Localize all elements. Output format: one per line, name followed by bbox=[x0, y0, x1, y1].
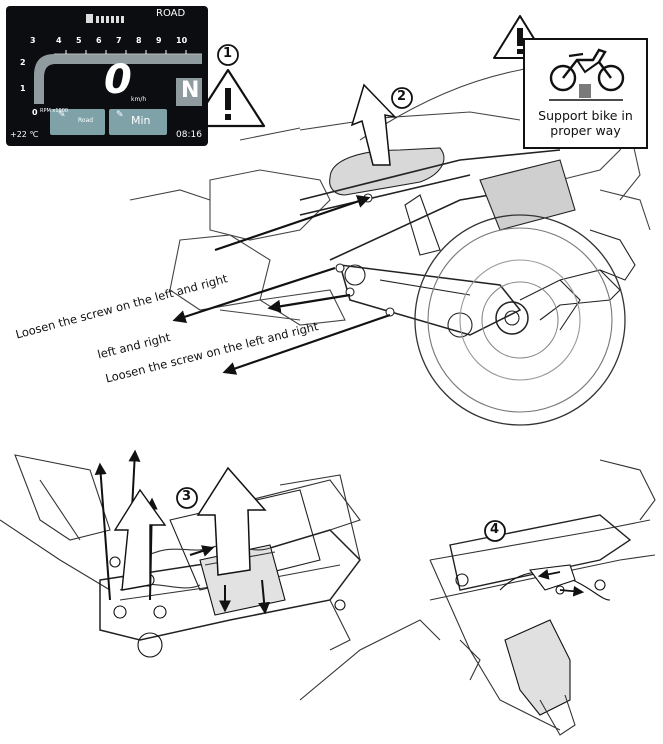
speed-unit: km/h bbox=[131, 96, 147, 103]
step-1-number: 1 bbox=[223, 46, 233, 61]
min-button-label: Min bbox=[131, 114, 151, 127]
rear-motorcycle-illustration bbox=[129, 59, 651, 426]
rpm-tick-2: 2 bbox=[20, 58, 26, 67]
rpm-tick-4: 4 bbox=[56, 36, 62, 45]
rpm-tick-1: 1 bbox=[20, 84, 26, 93]
lift-fender-arrow bbox=[113, 488, 167, 591]
rpm-tick-9: 9 bbox=[156, 36, 162, 45]
min-button-icon: ✎ bbox=[116, 110, 124, 120]
support-bike-line-1: Support bike in bbox=[538, 108, 633, 123]
support-bike-line-2: proper way bbox=[550, 123, 621, 138]
support-bike-panel: Support bike in proper way bbox=[523, 38, 648, 149]
road-button-label: Road bbox=[78, 117, 94, 124]
rpm-tick-10: 10 bbox=[176, 36, 188, 45]
instrument-display: ROAD 3 4 5 6 7 8 9 10 2 1 0 RPM x1000 0 … bbox=[6, 6, 208, 146]
motorcycle-stand-icon bbox=[549, 48, 625, 101]
temperature-readout: +22 ℃ bbox=[10, 130, 39, 139]
rpm-arc-graphic bbox=[34, 14, 202, 135]
warning-triangle-icon bbox=[190, 68, 266, 128]
step-4-circle bbox=[484, 520, 506, 542]
rpm-tick-8: 8 bbox=[136, 36, 142, 45]
support-bike-caption: Support bike in proper way bbox=[525, 108, 646, 138]
step3-illustration bbox=[0, 454, 361, 658]
rpm-tick-6: 6 bbox=[96, 36, 102, 45]
top-arrows bbox=[172, 195, 391, 375]
rpm-tick-5: 5 bbox=[76, 36, 82, 45]
step4-arrows bbox=[537, 569, 585, 597]
lift-seat-arrow bbox=[350, 83, 398, 166]
step-1-circle bbox=[217, 44, 239, 66]
step-2-number: 2 bbox=[397, 89, 407, 104]
rpm-tick-0: 0 bbox=[32, 108, 38, 117]
rpm-tick-3: 3 bbox=[30, 36, 36, 45]
lift-ecu-arrow bbox=[196, 466, 267, 576]
step-4-number: 4 bbox=[490, 522, 500, 537]
rpm-unit: RPM x1000 bbox=[40, 108, 69, 114]
step-3-number: 3 bbox=[182, 489, 192, 504]
gear-indicator: N bbox=[181, 78, 200, 103]
clock-readout: 08:16 bbox=[176, 130, 202, 140]
step-3-circle bbox=[176, 487, 198, 509]
step4-illustration bbox=[299, 459, 656, 736]
rpm-tick-7: 7 bbox=[116, 36, 122, 45]
speed-value: 0 bbox=[104, 57, 132, 103]
road-button-icon: ✎ bbox=[58, 110, 66, 120]
mode-label: ROAD bbox=[156, 8, 186, 19]
step-2-circle bbox=[391, 87, 413, 109]
